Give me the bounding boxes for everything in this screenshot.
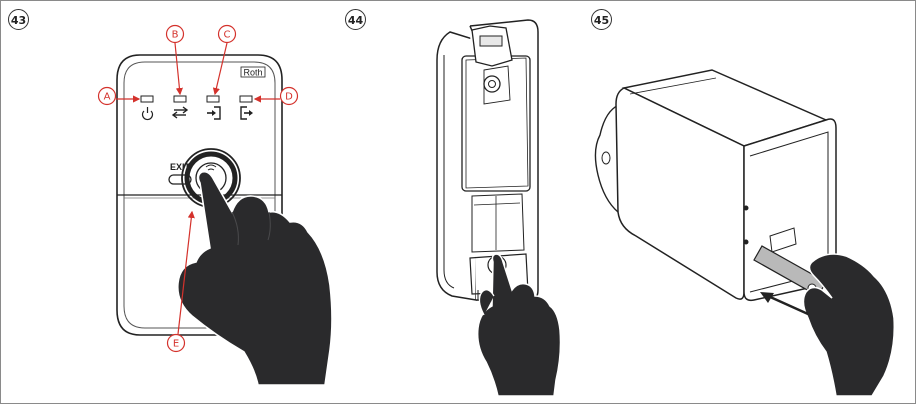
led-a	[140, 95, 154, 103]
step-badge-43: 43	[8, 9, 29, 30]
device-housing-interior	[436, 19, 539, 303]
hand-icon	[802, 253, 896, 397]
led-d	[239, 95, 253, 103]
transfer-arrows-icon	[171, 106, 189, 119]
logout-icon	[240, 106, 253, 120]
led-b	[173, 95, 187, 103]
wireless-icon	[205, 164, 217, 171]
step-badge-44: 44	[345, 9, 366, 30]
exit-label: EXIT	[170, 162, 191, 172]
step-badge-45: 45	[591, 9, 612, 30]
insertion-arrow	[760, 292, 809, 316]
device-logo: Roth	[243, 68, 262, 78]
svg-text:A: A	[104, 92, 111, 103]
hand-icon	[176, 170, 333, 386]
callout-b: B	[165, 24, 185, 96]
svg-text:D: D	[285, 92, 293, 103]
svg-text:C: C	[224, 30, 231, 41]
callout-a: A	[97, 86, 141, 106]
svg-text:B: B	[172, 30, 179, 41]
login-icon	[207, 106, 221, 120]
svg-text:E: E	[173, 339, 179, 350]
power-icon	[141, 107, 154, 121]
callout-d: D	[253, 86, 299, 106]
logo-box	[240, 66, 266, 78]
callout-c: C	[212, 24, 237, 96]
receiver-housing	[594, 69, 837, 302]
hand-icon	[476, 253, 562, 397]
led-c	[206, 95, 220, 103]
callout-e: E	[166, 210, 195, 353]
